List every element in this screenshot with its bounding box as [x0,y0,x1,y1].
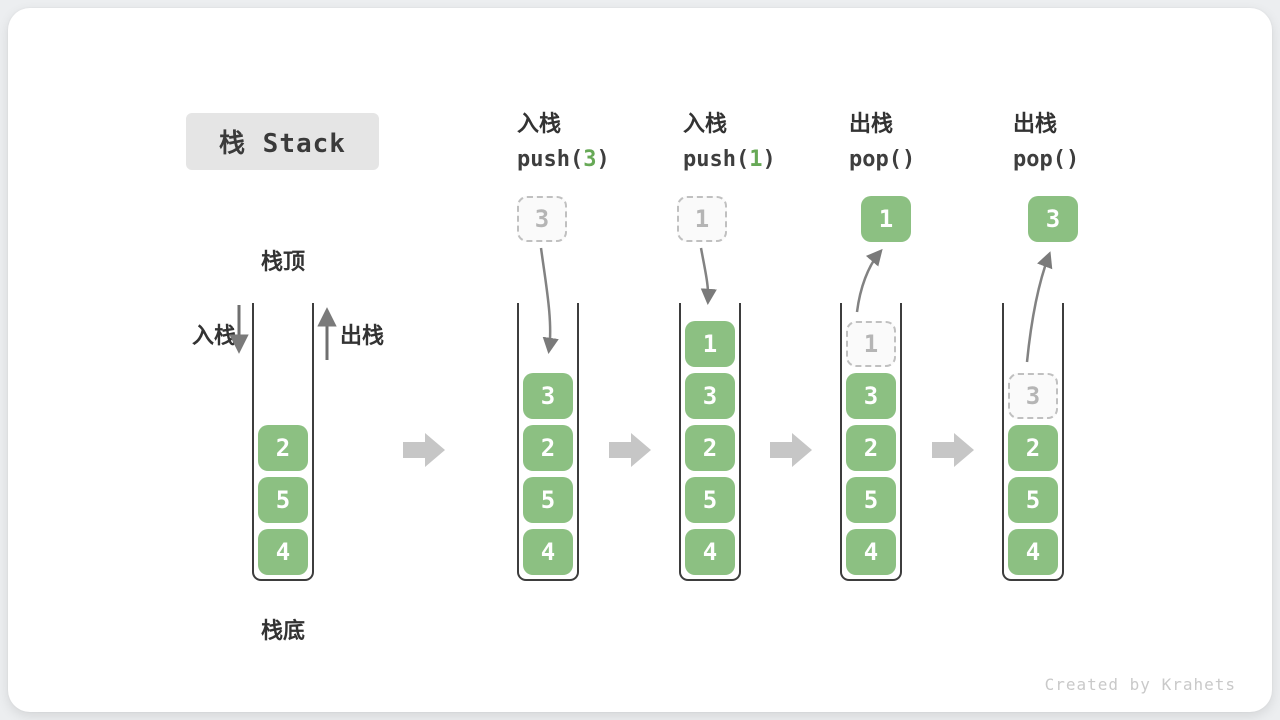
operation-zh-label: 出栈 [1013,111,1058,136]
stack-block: 2 [523,425,573,471]
popped-element-box: 1 [861,196,911,242]
stack-container-after-pop-1: 1 3 2 5 4 [840,303,902,581]
stack-block: 4 [685,529,735,575]
operation-zh-label: 入栈 [683,111,728,136]
operation-pop-2: 出栈 pop() [1013,106,1173,172]
operation-code: push(1) [683,147,843,172]
popped-element-box: 3 [1028,196,1078,242]
code-arg: 1 [749,147,763,172]
stack-container-after-push-1: 1 3 2 5 4 [679,303,741,581]
stack-container-after-push-3: 3 2 5 4 [517,303,579,581]
operation-push-1: 入栈 push(1) [683,106,843,172]
code-fn: push( [683,147,750,172]
push-side-label: 入栈 [192,323,237,348]
stack-block: 2 [1008,425,1058,471]
stack-container-after-pop-3: 3 2 5 4 [1002,303,1064,581]
operation-zh-label: 出栈 [849,111,894,136]
code-fn: push( [517,147,584,172]
code-close: ) [901,147,916,172]
stack-block: 3 [523,373,573,419]
stack-block: 1 [685,321,735,367]
stack-top-label: 栈顶 [260,249,305,274]
stack-block: 5 [523,477,573,523]
operation-push-3: 入栈 push(3) [517,106,677,172]
code-arg: 3 [583,147,597,172]
stack-block: 4 [1008,529,1058,575]
code-fn: pop( [1013,147,1066,172]
stack-block: 2 [258,425,308,471]
stack-block: 5 [685,477,735,523]
stack-block: 2 [846,425,896,471]
stack-block: 3 [685,373,735,419]
stack-block: 2 [685,425,735,471]
stack-bottom-label: 栈底 [260,618,305,643]
staged-element-box: 3 [517,196,567,242]
stack-block: 4 [523,529,573,575]
code-close: ) [762,147,776,172]
operation-code: push(3) [517,147,677,172]
pop-side-label: 出栈 [340,323,385,348]
stack-container-initial: 2 5 4 [252,303,314,581]
stack-block: 5 [846,477,896,523]
code-fn: pop( [849,147,902,172]
operation-pop-1: 出栈 pop() [849,106,1009,172]
stack-block: 3 [846,373,896,419]
operation-zh-label: 入栈 [517,111,562,136]
stack-block: 4 [258,529,308,575]
ghost-block: 3 [1008,373,1058,419]
operation-code: pop() [849,147,1009,172]
stack-block: 5 [258,477,308,523]
stack-block: 5 [1008,477,1058,523]
operation-code: pop() [1013,147,1173,172]
code-close: ) [596,147,610,172]
ghost-block: 1 [846,321,896,367]
stack-block: 4 [846,529,896,575]
diagram-title: 栈 Stack [186,113,379,170]
code-close: ) [1065,147,1080,172]
staged-element-box: 1 [677,196,727,242]
watermark: Created by Krahets [1044,675,1236,694]
